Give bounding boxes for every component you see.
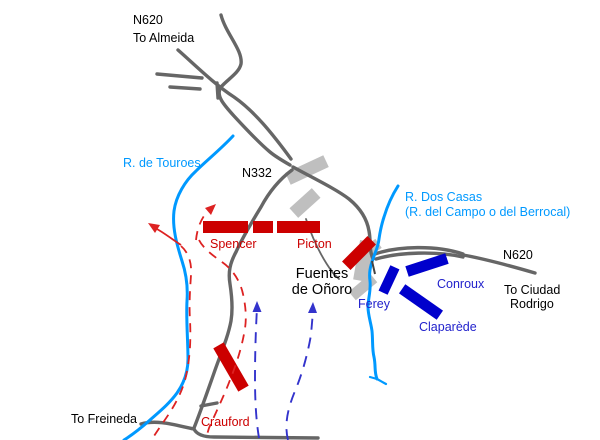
label-to-almeida: To Almeida [133,31,194,45]
british-arrow-west-shaft [156,228,182,246]
river-dos-casas-fork [368,375,388,386]
british-arrow-north-head [205,204,216,215]
bridge-tick [371,260,376,275]
road-to-almeida [217,13,292,167]
unit-picton-bar [277,221,320,233]
label-to-ciudad-line1: To Ciudad [504,283,560,297]
labels: N620 To Almeida N332 R. de Touroes R. Do… [71,13,570,429]
label-unit-picton: Picton [297,237,332,251]
road-n620-east-strand-b [374,251,465,261]
label-n620-northwest: N620 [133,13,163,27]
label-town-line2: de Oñoro [292,282,352,298]
label-unit-ferey: Ferey [358,297,391,311]
label-n620-east: N620 [503,248,533,262]
british-route-east-dashed [198,239,247,439]
road-n620-east-strand-a [373,245,465,256]
road-n620-east-main [461,253,537,275]
french-route-left-dashed [254,307,260,439]
british-route-west-dashed [153,245,193,437]
road-west-stub-long [155,72,204,80]
label-to-ciudad-line2: Rodrigo [510,297,554,311]
label-river-dos-casas-line1: R. Dos Casas [405,190,482,204]
british-arrow-west-head [148,223,160,233]
movement-arrows [148,204,317,440]
unit-ferey-bar [378,265,400,295]
label-unit-crauford: Crauford [201,415,250,429]
road-bottom-east [192,427,320,440]
french-route-right-dashed [285,308,314,440]
road-west-stub-short [168,85,202,91]
unit-spencer-bar [203,221,248,233]
french-arrow-right-head [308,302,317,313]
label-river-dos-casas-line2: (R. del Campo o del Berrocal) [405,205,570,219]
village-buildings-n332-lower [289,188,321,218]
rivers [122,134,400,440]
river-touroes [122,134,235,440]
road-junction-connector [215,81,220,100]
roads [139,13,537,440]
unit-crauford-bar [213,342,249,392]
french-arrow-left-head [252,301,262,312]
british-units [203,221,376,392]
unit-town-garrison-bar [342,236,376,270]
label-unit-spencer: Spencer [210,237,257,251]
label-town-line1: Fuentes [296,266,348,282]
road-n332-south [192,168,294,430]
label-river-touroes: R. de Touroes [123,156,201,170]
unit-claparede-bar [399,284,443,320]
river-dos-casas [366,184,400,381]
label-unit-conroux: Conroux [437,277,485,291]
french-units [378,253,449,320]
label-to-freineda: To Freineda [71,412,137,426]
village-buildings-n332-upper [285,155,329,185]
road-to-freineda [139,420,196,431]
label-unit-claparede: Claparède [419,320,477,334]
unit-conroux-bar [405,253,449,277]
unit-spencer-mid-bar [253,221,273,233]
road-nw-diagonal [176,48,293,161]
british-arrow-north-dash [195,212,207,241]
label-n332: N332 [242,166,272,180]
road-small-spur [199,401,219,408]
